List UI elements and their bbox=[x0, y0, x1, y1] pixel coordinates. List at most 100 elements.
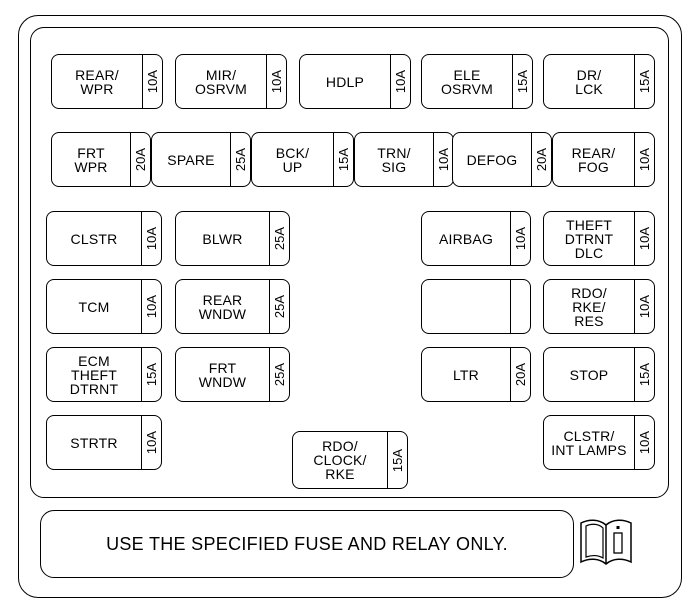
fuse-theft-dtrnt-dlc: THEFT DTRNT DLC 10A bbox=[543, 211, 655, 266]
fuse-strtr: STRTR 10A bbox=[46, 415, 162, 470]
fuse-label: FRT WNDW bbox=[198, 359, 247, 390]
fuse-panel-outline bbox=[18, 15, 682, 598]
fuse-label: DEFOG bbox=[466, 151, 518, 168]
fuse-amperage: 10A bbox=[393, 69, 409, 94]
fuse-ltr: LTR 20A bbox=[421, 347, 531, 402]
fuse-amperage: 10A bbox=[144, 226, 160, 251]
fuse-label: BLWR bbox=[202, 230, 243, 247]
fuse-amperage: 10A bbox=[637, 430, 653, 455]
fuse-label: HDLP bbox=[325, 73, 365, 90]
fuse-label: BCK/ UP bbox=[275, 144, 310, 175]
fuse-frt-wndw: FRT WNDW 25A bbox=[175, 347, 290, 402]
fuse-rear-wndw: REAR WNDW 25A bbox=[175, 279, 290, 334]
fuse-amperage: 10A bbox=[637, 226, 653, 251]
fuse-label: CLSTR/ INT LAMPS bbox=[551, 427, 627, 458]
fuse-amperage: 10A bbox=[637, 147, 653, 172]
fuse-amperage-cell: 20A bbox=[510, 348, 530, 401]
fuse-amperage-cell: 10A bbox=[141, 416, 161, 469]
fuse-amperage-cell: 15A bbox=[333, 133, 353, 186]
fuse-amperage: 10A bbox=[436, 147, 452, 172]
fuse-rdo-clock-rke: RDO/ CLOCK/ RKE 15A bbox=[292, 431, 408, 489]
fuse-amperage: 25A bbox=[272, 294, 288, 319]
fuse-clstr: CLSTR 10A bbox=[46, 211, 162, 266]
fuse-amperage-cell bbox=[510, 280, 530, 333]
fuse-amperage-cell: 10A bbox=[141, 212, 161, 265]
fuse-empty bbox=[421, 279, 531, 334]
fuse-mir-osrvm: MIR/ OSRVM 10A bbox=[175, 54, 287, 109]
fuse-rear-wpr: REAR/ WPR 10A bbox=[51, 54, 163, 109]
fuse-amperage-cell: 10A bbox=[634, 212, 654, 265]
fuse-amperage: 10A bbox=[144, 294, 160, 319]
fuse-tcm: TCM 10A bbox=[46, 279, 162, 334]
fuse-amperage-cell: 25A bbox=[269, 212, 289, 265]
fuse-label: CLSTR bbox=[70, 230, 118, 247]
fuse-defog: DEFOG 20A bbox=[452, 132, 552, 187]
fuse-amperage: 15A bbox=[336, 147, 352, 172]
fuse-block-outline bbox=[30, 27, 669, 498]
fuse-trn-sig: TRN/ SIG 10A bbox=[354, 132, 454, 187]
fuse-amperage: 25A bbox=[233, 147, 249, 172]
fuse-label: REAR/ FOG bbox=[571, 144, 616, 175]
fuse-label: REAR WNDW bbox=[198, 291, 247, 322]
fuse-label: MIR/ OSRVM bbox=[194, 66, 248, 97]
fuse-spare: SPARE 25A bbox=[151, 132, 251, 187]
fuse-amperage-cell: 10A bbox=[634, 133, 654, 186]
fuse-amperage-cell: 10A bbox=[141, 280, 161, 333]
fuse-amperage-cell: 20A bbox=[130, 133, 150, 186]
fuse-amperage-cell: 10A bbox=[142, 55, 162, 108]
fuse-label: AIRBAG bbox=[438, 230, 494, 247]
fuse-label: THEFT DTRNT DLC bbox=[564, 216, 614, 261]
fuse-amperage-cell: 25A bbox=[269, 280, 289, 333]
fuse-amperage: 10A bbox=[145, 69, 161, 94]
fuse-amperage: 25A bbox=[272, 226, 288, 251]
fuse-label: TCM bbox=[78, 298, 110, 315]
fuse-amperage-cell: 15A bbox=[141, 348, 161, 401]
fuse-amperage-cell: 15A bbox=[512, 55, 532, 108]
fuse-clstr-int-lamps: CLSTR/ INT LAMPS 10A bbox=[543, 415, 655, 470]
fuse-label: TRN/ SIG bbox=[377, 144, 411, 175]
owners-manual-info-icon bbox=[580, 519, 632, 565]
fuse-rear-fog: REAR/ FOG 10A bbox=[552, 132, 655, 187]
fuse-label: LTR bbox=[452, 366, 479, 383]
fuse-amperage: 15A bbox=[637, 69, 653, 94]
fuse-frt-wpr: FRT WPR 20A bbox=[51, 132, 151, 187]
fuse-amperage: 25A bbox=[272, 362, 288, 387]
fuse-label: SPARE bbox=[167, 151, 215, 168]
fuse-amperage: 10A bbox=[637, 294, 653, 319]
fuse-airbag: AIRBAG 10A bbox=[421, 211, 531, 266]
fuse-bck-up: BCK/ UP 15A bbox=[251, 132, 354, 187]
fuse-amperage-cell: 15A bbox=[634, 55, 654, 108]
fuse-label: FRT WPR bbox=[74, 144, 108, 175]
fuse-label: RDO/ CLOCK/ RKE bbox=[313, 438, 367, 482]
fuse-label: ECM THEFT DTRNT bbox=[69, 352, 119, 397]
fuse-blwr: BLWR 25A bbox=[175, 211, 290, 266]
fuse-label: STRTR bbox=[70, 434, 118, 451]
fuse-stop: STOP 15A bbox=[543, 347, 655, 402]
fuse-amperage: 10A bbox=[513, 226, 529, 251]
usage-note: USE THE SPECIFIED FUSE AND RELAY ONLY. bbox=[40, 510, 574, 578]
fuse-amperage: 15A bbox=[515, 69, 531, 94]
fuse-amperage: 15A bbox=[637, 362, 653, 387]
fuse-amperage-cell: 10A bbox=[266, 55, 286, 108]
fuse-amperage: 20A bbox=[133, 147, 149, 172]
fuse-amperage-cell: 15A bbox=[387, 432, 407, 488]
fuse-label: ELE OSRVM bbox=[440, 66, 494, 97]
fuse-amperage: 15A bbox=[390, 448, 406, 472]
fuse-label: DR/ LCK bbox=[575, 66, 603, 97]
fuse-amperage: 20A bbox=[534, 147, 550, 172]
fuse-amperage: 20A bbox=[513, 362, 529, 387]
fuse-amperage-cell: 10A bbox=[634, 416, 654, 469]
fuse-amperage-cell: 10A bbox=[433, 133, 453, 186]
fuse-amperage-cell: 20A bbox=[531, 133, 551, 186]
fuse-amperage-cell: 25A bbox=[269, 348, 289, 401]
fuse-amperage-cell: 25A bbox=[230, 133, 250, 186]
fuse-amperage-cell: 10A bbox=[390, 55, 410, 108]
fuse-amperage: 10A bbox=[269, 69, 285, 94]
fuse-label: REAR/ WPR bbox=[75, 66, 119, 97]
fuse-amperage: 15A bbox=[144, 362, 160, 387]
fuse-ele-osrvm: ELE OSRVM 15A bbox=[421, 54, 533, 109]
fuse-label: STOP bbox=[569, 366, 609, 383]
fuse-ecm-theft-dtrnt: ECM THEFT DTRNT 15A bbox=[46, 347, 162, 402]
fuse-amperage: 10A bbox=[144, 430, 160, 455]
